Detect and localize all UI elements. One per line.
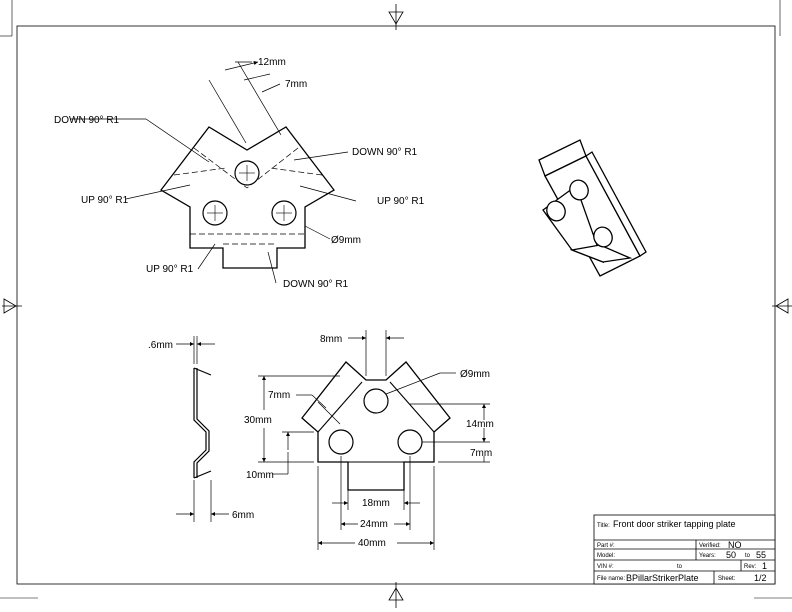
years-label: Years: [699,553,716,559]
top-label-down-bend-left: DOWN 90° R1 [54,115,120,126]
rev-value: 1 [762,561,767,571]
flat-dim-18mm: 18mm [362,498,390,509]
year-to-value: 55 [756,550,766,560]
vin-to-label: to [677,564,683,570]
top-label-down-bend-bottom: DOWN 90° R1 [283,279,349,290]
top-label-hole-diameter: Ø9mm [331,235,361,246]
flat-dim-8mm: 8mm [320,334,342,345]
side-view [193,367,212,479]
file-name-value: BPillarStrikerPlate [626,573,699,583]
vin-label: VIN #: [597,564,614,570]
top-label-up-bend-bottom: UP 90° R1 [146,264,194,275]
title-label: Title: [597,523,610,529]
centering-mark-top [388,4,404,30]
title-block [593,514,776,585]
top-label-down-bend-right: DOWN 90° R1 [352,147,418,158]
rev-label: Rev: [744,564,757,570]
side-dim-width: 6mm [232,510,254,521]
flat-dim-40mm: 40mm [358,538,386,549]
centering-mark-bottom [388,582,404,608]
top-label-up-bend-left: UP 90° R1 [81,195,129,206]
centering-mark-left [2,298,22,314]
top-view-dimension-lines [70,60,357,284]
part-number-label: Part #: [597,543,615,549]
flat-view-bend-edges [317,381,435,463]
flat-dim-7mm-top: 7mm [268,390,290,401]
top-view-centermarks [207,165,292,221]
side-dim-thickness: .6mm [148,340,173,351]
flat-dim-24mm: 24mm [360,519,388,530]
flat-view-outline [301,361,451,491]
flat-dim-7mm-right: 7mm [470,448,492,459]
isometric-view [538,139,647,277]
model-label: Model: [597,553,615,559]
flat-dim-30mm: 30mm [244,415,272,426]
top-dim-7mm: 7mm [285,79,307,90]
year-from-value: 50 [726,550,736,560]
file-name-label: File name: [597,576,625,582]
sheet-frame [0,0,792,599]
flat-dim-14mm: 14mm [466,419,494,430]
sheet-value: 1/2 [754,573,767,583]
flat-label-hole-diameter: Ø9mm [460,369,490,380]
side-view-dimension-lines [176,336,229,522]
centering-mark-right [772,298,792,314]
top-view-outline [160,126,335,269]
top-label-up-bend-right: UP 90° R1 [377,196,425,207]
title-value: Front door striker tapping plate [613,519,736,529]
years-to-label: to [745,553,751,559]
verified-value: NO [728,540,742,550]
top-dim-12mm: 12mm [258,57,286,68]
sheet-label: Sheet: [718,576,736,582]
flat-view-dimension-lines [258,330,490,550]
flat-view-holes [328,388,423,455]
verified-label: Verified: [699,543,721,549]
flat-dim-10mm: 10mm [246,470,274,481]
